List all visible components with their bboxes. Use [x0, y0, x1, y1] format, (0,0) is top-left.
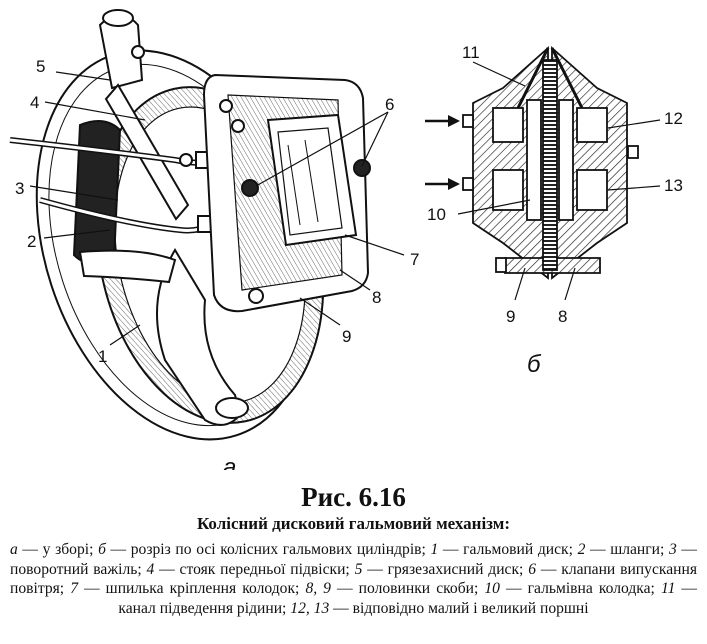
bleeder-valve-2 [353, 159, 371, 177]
caption-text: — поворотний важіль; [10, 541, 697, 578]
caption-text: — гальмовий диск; [438, 541, 578, 558]
section-drawing [462, 45, 639, 280]
figure-number: Рис. 6.16 [301, 482, 406, 512]
shield-opening [72, 120, 122, 265]
section-labels: 11 12 13 10 9 8 б [427, 43, 683, 378]
label-b-11: 11 [462, 43, 480, 62]
caption-key: б [98, 541, 106, 558]
caption-key: 5 [354, 560, 363, 578]
caption-text: — стояк передньої підвіски; [154, 560, 355, 578]
label-a-5: 5 [36, 57, 45, 76]
caption-key: 6 [528, 560, 536, 578]
label-a-4: 4 [30, 93, 39, 112]
figure-caption: а — у зборі; б — розріз по осі колісних … [10, 540, 697, 618]
brake-pad-left [526, 99, 542, 221]
caption-text: — клапани випускання повітря; [10, 560, 697, 598]
piston-small-right [576, 107, 608, 143]
caption-text: — грязезахисний диск; [362, 560, 529, 578]
label-b-10: 10 [427, 205, 446, 224]
label-a-2: 2 [27, 232, 36, 251]
caption-key: 4 [146, 560, 155, 578]
caption-key: 12, 13 [290, 599, 330, 617]
assembly-labels: 1 2 3 4 5 6 7 8 9 а [15, 57, 419, 470]
caption-text: — шланги; [585, 541, 669, 558]
label-a-8: 8 [372, 288, 381, 307]
label-b-13: 13 [664, 176, 683, 195]
subfigure-b-label: б [527, 351, 542, 378]
brake-mechanism-figure: 1 2 3 4 5 6 7 8 9 а [9, 9, 683, 470]
caption-key: 2 [577, 541, 586, 558]
caption-key: 1 [430, 541, 439, 558]
piston-large-right [576, 169, 608, 211]
steering-arm [156, 248, 242, 426]
label-a-3: 3 [15, 179, 24, 198]
caption-key: 10 [484, 580, 500, 598]
piston-small-left [492, 107, 524, 143]
label-b-8: 8 [558, 307, 567, 326]
caption-key: 7 [70, 580, 78, 598]
figure-title: Колісний дисковий гальмовий механізм: [196, 514, 511, 533]
brake-pad-right [558, 99, 574, 221]
bleeder-valve-1 [241, 179, 259, 197]
caption-key: 3 [668, 541, 677, 558]
label-a-7: 7 [410, 250, 419, 269]
assembly-drawing [9, 9, 371, 441]
caption-text: — відповідно малий і великий поршні [329, 599, 589, 617]
caption-text: — розріз по осі колісних гальмових цилін… [105, 541, 431, 558]
section-leaders [457, 61, 661, 301]
label-b-9: 9 [506, 307, 515, 326]
caption-key: 8, 9 [305, 580, 331, 598]
caption-key: а [10, 541, 18, 558]
label-a-9: 9 [342, 327, 351, 346]
label-b-12: 12 [664, 109, 683, 128]
caption-key: 11 [660, 580, 676, 598]
caption-text: — у зборі; [17, 541, 99, 558]
caption-text: — половинки скоби; [330, 580, 485, 598]
flow-arrows [425, 115, 460, 190]
caption-text: — канал підведення рідини; [118, 580, 698, 617]
section-disc [542, 59, 558, 271]
label-a-1: 1 [98, 347, 107, 366]
piston-large-left [492, 169, 524, 211]
subfigure-a-label: а [223, 454, 236, 470]
caption-text: — шпилька кріплення колодок; [78, 580, 306, 598]
assembly-leaders [29, 71, 405, 346]
fluid-channel [516, 47, 584, 109]
caption-text: — гальмівна колодка; [499, 580, 661, 598]
label-a-6: 6 [385, 95, 394, 114]
